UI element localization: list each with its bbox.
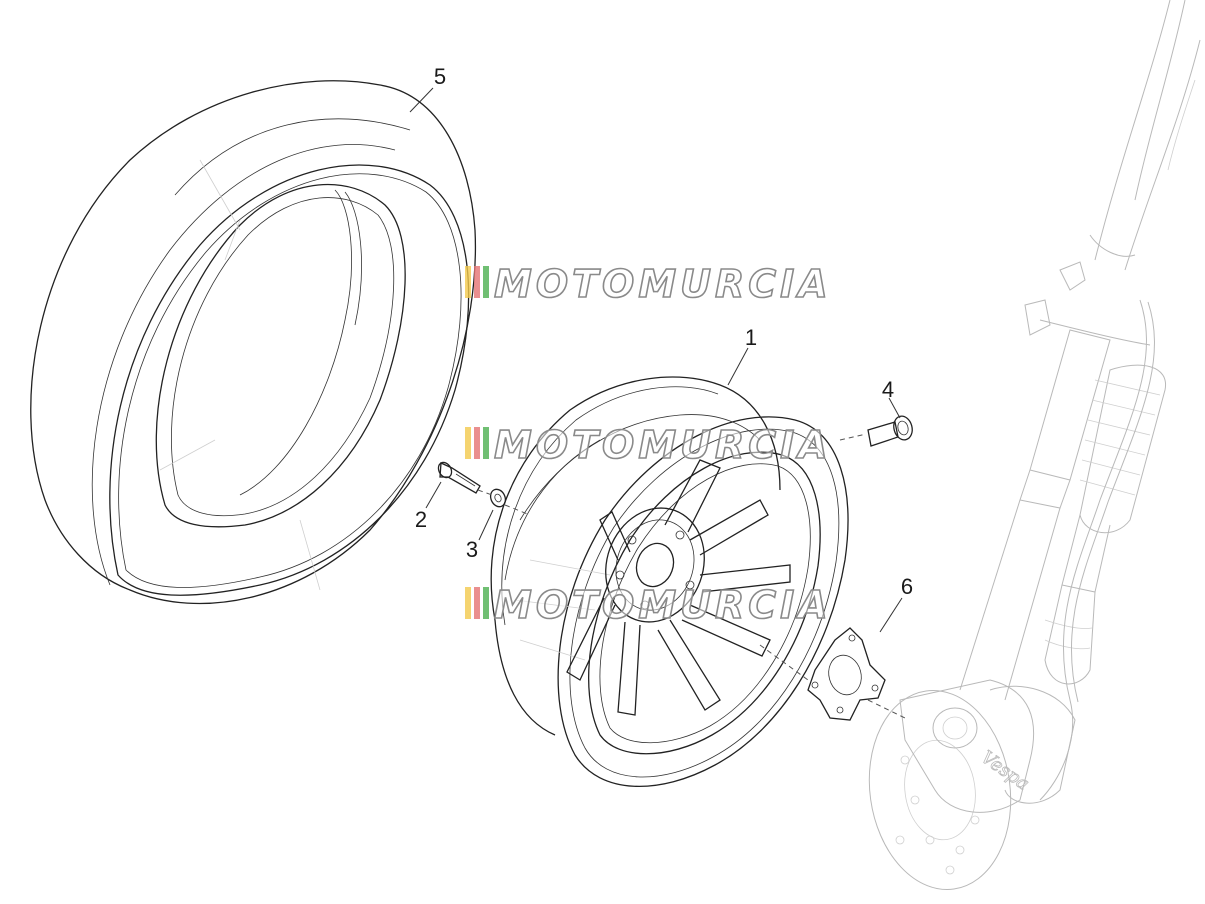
callout-4: 4 bbox=[882, 377, 894, 402]
watermark-stripe bbox=[465, 266, 471, 298]
watermark-stripe bbox=[474, 427, 480, 459]
watermark-stripe bbox=[474, 266, 480, 298]
wheel-rim-drawing bbox=[490, 376, 849, 787]
watermark-stripe bbox=[465, 427, 471, 459]
watermark-stripe bbox=[465, 587, 471, 619]
gasket-drawing bbox=[807, 627, 886, 721]
watermark: MOTOMURCIA bbox=[465, 261, 832, 307]
assembly-axis-lines bbox=[477, 433, 906, 719]
callout-6: 6 bbox=[901, 574, 913, 599]
washer-drawing bbox=[489, 488, 507, 508]
watermark-text: MOTOMURCIA bbox=[494, 583, 832, 627]
callout-3: 3 bbox=[466, 537, 478, 562]
tire-drawing bbox=[30, 80, 477, 605]
watermark-stripe bbox=[483, 587, 489, 619]
leader-lines bbox=[409, 87, 903, 633]
watermark: MOTOMURCIA bbox=[465, 582, 832, 628]
callout-labels: 1 2 3 4 5 6 bbox=[415, 64, 913, 599]
callout-1: 1 bbox=[745, 325, 757, 350]
watermark-text: MOTOMURCIA bbox=[494, 262, 832, 306]
callout-5: 5 bbox=[434, 64, 446, 89]
brand-mark-text: Vespa bbox=[977, 747, 1033, 795]
watermark-stripe bbox=[483, 266, 489, 298]
watermark-stripe bbox=[474, 587, 480, 619]
front-fork-drawing: Vespa bbox=[868, 0, 1201, 891]
watermark-stripe bbox=[483, 427, 489, 459]
bolt-drawing bbox=[867, 415, 913, 447]
callout-2: 2 bbox=[415, 507, 427, 532]
watermark: MOTOMURCIA bbox=[465, 422, 832, 468]
screw-drawing bbox=[437, 461, 481, 494]
watermark-text: MOTOMURCIA bbox=[494, 423, 832, 467]
